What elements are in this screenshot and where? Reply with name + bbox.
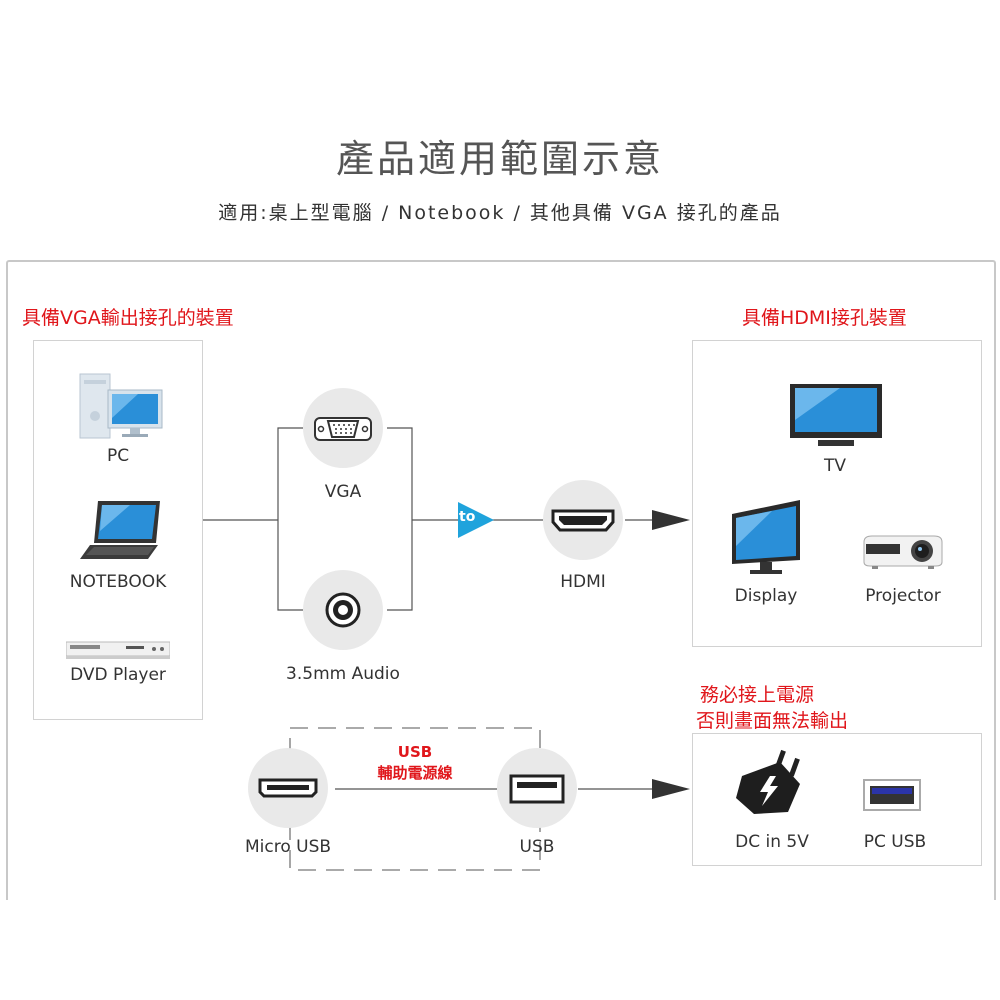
usb-connector-icon <box>509 774 565 804</box>
usb-port-circle <box>497 748 577 828</box>
port-label-micro-usb: Micro USB <box>244 837 332 857</box>
tv-icon <box>788 382 884 448</box>
port-label-usb: USB <box>519 837 555 857</box>
pc-usb-port-icon <box>862 778 922 812</box>
source-section-title: 具備VGA輸出接孔的裝置 <box>22 307 234 329</box>
micro-usb-connector-icon <box>258 778 318 798</box>
audio-jack-icon <box>325 592 361 628</box>
projector-icon <box>860 530 946 570</box>
hdmi-connector-icon <box>551 509 615 532</box>
cable-label-usb: USB <box>350 743 480 761</box>
vga-port-circle <box>303 388 383 468</box>
device-label-notebook: NOTEBOOK <box>69 572 167 592</box>
to-badge-text: to <box>459 509 476 525</box>
power-note-line1: 務必接上電源 <box>700 684 815 706</box>
device-label-projector: Projector <box>865 586 941 606</box>
port-label-audio: 3.5mm Audio <box>286 664 400 684</box>
power-label-pc-usb: PC USB <box>863 832 927 852</box>
target-section-title: 具備HDMI接孔裝置 <box>742 307 907 329</box>
dvd-player-icon <box>65 640 171 660</box>
power-note-line2: 否則畫面無法輸出 <box>696 710 849 732</box>
port-label-hdmi: HDMI <box>560 572 606 592</box>
device-label-pc: PC <box>106 446 130 466</box>
device-label-tv: TV <box>823 456 846 476</box>
vga-connector-icon <box>314 417 372 441</box>
power-label-dc-in: DC in 5V <box>735 832 809 852</box>
device-label-dvd-player: DVD Player <box>70 665 166 685</box>
port-label-vga: VGA <box>324 482 362 502</box>
page-subtitle: 適用:桌上型電腦 / Notebook / 其他具備 VGA 接孔的產品 <box>218 202 782 224</box>
micro-usb-port-circle <box>248 748 328 828</box>
arrow-to-display <box>652 510 690 530</box>
to-badge <box>456 500 496 540</box>
arrow-to-power <box>652 779 690 799</box>
display-icon <box>726 498 806 578</box>
audio-port-circle <box>303 570 383 650</box>
pc-icon <box>78 372 168 442</box>
hdmi-port-circle <box>543 480 623 560</box>
page-title: 產品適用範圍示意 <box>335 137 664 181</box>
notebook-icon <box>78 497 164 563</box>
power-adapter-icon <box>732 746 812 818</box>
device-label-display: Display <box>734 586 798 606</box>
diagram-frame <box>6 260 996 900</box>
cable-label-aux-power: 輔助電源線 <box>350 762 480 783</box>
